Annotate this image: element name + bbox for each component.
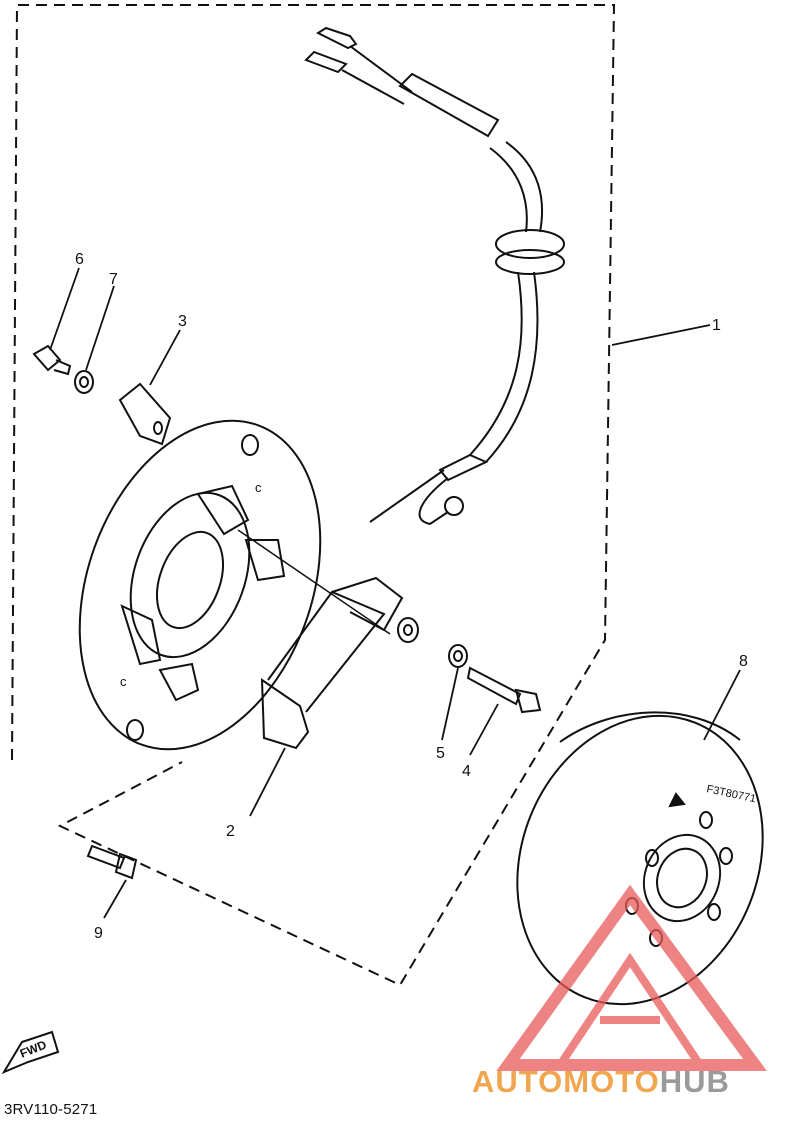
leader-lines [49,267,741,919]
watermark-part2: HUB [659,1064,730,1099]
callout-4: 4 [462,763,471,780]
callout-2: 2 [226,823,235,840]
bracket [118,382,172,446]
svg-text:c: c [120,674,127,689]
diagram-code: 3RV110-5271 [4,1101,98,1118]
flywheel-rotor: F3T80771 [516,711,764,1006]
bolt-6 [32,344,72,376]
stator-plate: c c [78,419,322,751]
watermark-text: AUTOMOTOHUB [472,1064,730,1100]
callout-8: 8 [739,653,748,670]
callout-1: 1 [712,317,721,334]
callout-9: 9 [94,925,103,942]
washer-nut [397,617,419,643]
assembly-boundary [11,4,616,987]
wire-harness [304,26,565,526]
washer-5 [448,644,468,668]
watermark-part1: AUTOMOTO [472,1064,660,1099]
washer-7 [74,370,94,394]
bolt-4 [466,666,542,714]
rotor-stamp: F3T80771 [705,783,757,805]
callout-3: 3 [178,313,187,330]
watermark-logo-icon [496,884,767,1071]
forward-arrow-icon: FWD [1,1030,60,1075]
svg-text:c: c [255,480,262,495]
callout-7: 7 [109,271,118,288]
pickup-coil [237,529,404,750]
callout-6: 6 [75,251,84,268]
screw-9 [86,844,138,880]
callout-5: 5 [436,745,445,762]
